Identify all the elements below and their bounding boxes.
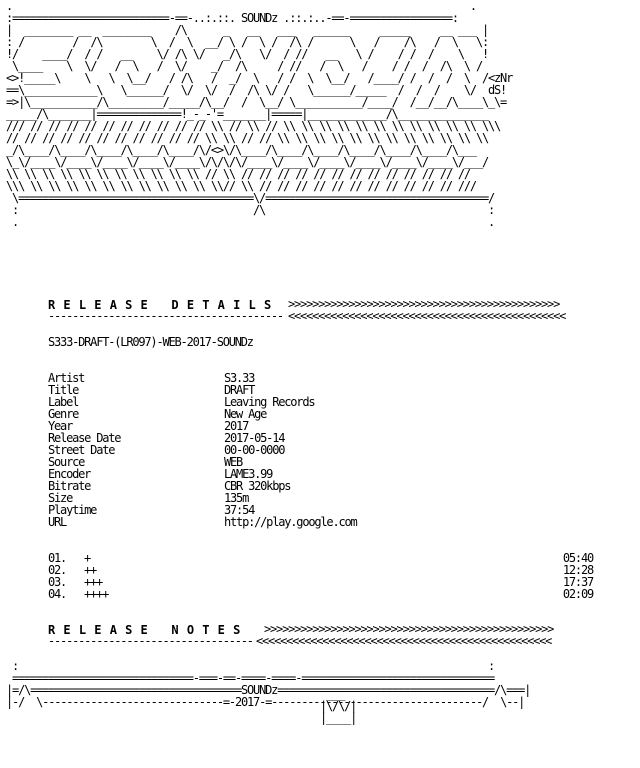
info-row: Encoder_____________ LAME3.99 [48, 468, 608, 480]
soundz-ascii-logo: . . :==========================-==-..:.:… [6, 0, 513, 229]
info-row: Playtime____________ 37:54 [48, 504, 608, 516]
info-value: 2017-05-14 [224, 431, 285, 445]
info-label: Release Date________ [48, 432, 170, 444]
info-row: Source______________ WEB [48, 456, 608, 468]
arrows-left-decoration: <<<<<<<<<<<<<<<<<<<<<<<<<<<<<<<<<<<<<<<<… [288, 310, 566, 322]
arrows-right-decoration: >>>>>>>>>>>>>>>>>>>>>>>>>>>>>>>>>>>>>>>>… [264, 623, 554, 635]
info-label: Source______________ [48, 456, 170, 468]
track-number: 01. [48, 551, 67, 565]
heading-underline: ----------------------------------------… [48, 635, 252, 647]
heading-underline: ----------------------------------------… [48, 310, 284, 322]
info-row: Artist______________ S3.33 [48, 372, 608, 384]
document-frame: : : ==============================-===-=… [6, 659, 531, 709]
info-value: 00-00-0000 [224, 443, 285, 457]
info-value: S3.33 [224, 371, 255, 385]
info-label: Genre_______________ [48, 408, 170, 420]
track-time: 02:09 [562, 587, 594, 601]
info-value: 2017 [224, 419, 249, 433]
info-label: Size________________ [48, 492, 170, 504]
track-number: 03. [48, 575, 67, 589]
info-value: Leaving Records [224, 395, 316, 409]
info-row: Year________________ 2017 [48, 420, 608, 432]
info-row: Street Date_________ 00-00-0000 [48, 444, 608, 456]
track-title: ++ [84, 563, 97, 577]
info-label: Street Date_________ [48, 444, 170, 456]
track-time: 17:37 [562, 575, 594, 589]
track-time: 12:28 [562, 563, 594, 577]
release-details-heading: RELEASE DETAILS [48, 298, 280, 312]
release-name-rule: ________________________________________… [48, 346, 600, 358]
info-row: URL_________________ http://play.google.c… [48, 516, 608, 528]
info-value: LAME3.99 [224, 467, 273, 481]
track-row: 01. +05:40 [48, 551, 594, 565]
info-value: New Age [224, 407, 267, 421]
info-row: Release Date________ 2017-05-14 [48, 432, 608, 444]
track-row: 04. ++++ 02:09 [48, 587, 594, 601]
info-label: Encoder_____________ [48, 468, 170, 480]
track-row: 02. ++ 12:28 [48, 563, 594, 577]
info-row: Label_______________ Leaving Records [48, 396, 608, 408]
info-value: DRAFT [224, 383, 255, 397]
track-number: 04. [48, 587, 67, 601]
info-label: Bitrate_____________ [48, 480, 170, 492]
info-row: Title_______________ DRAFT [48, 384, 608, 396]
info-value: 37:54 [224, 503, 255, 517]
info-value: WEB [224, 455, 243, 469]
track-title: +++ [84, 575, 103, 589]
info-label: Artist______________ [48, 372, 170, 384]
info-value: CBR 320kbps [224, 479, 291, 493]
info-row: Genre_______________ New Age [48, 408, 608, 420]
info-label: Label_______________ [48, 396, 170, 408]
arrows-right-decoration: >>>>>>>>>>>>>>>>>>>>>>>>>>>>>>>>>>>>>>>>… [288, 298, 560, 310]
track-number: 02. [48, 563, 67, 577]
info-label: URL_________________ [48, 516, 170, 528]
info-label: Year________________ [48, 420, 170, 432]
release-notes-heading: RELEASE NOTES [48, 623, 249, 637]
track-row: 03. +++ 17:37 [48, 575, 594, 589]
info-row: Bitrate_____________ CBR 320kbps [48, 480, 608, 492]
info-row: Size________________ 135m [48, 492, 608, 504]
footer-year-label: 2017 [234, 695, 260, 709]
track-title: + [84, 551, 91, 565]
track-time: 05:40 [562, 551, 594, 565]
arrows-left-decoration: <<<<<<<<<<<<<<<<<<<<<<<<<<<<<<<<<<<<<<<<… [256, 635, 552, 647]
info-value: 135m [224, 491, 249, 505]
info-value[interactable]: http://play.google.com [224, 515, 358, 529]
release-name: S333-DRAFT-(LR097)-WEB-2017-SOUNDz [48, 335, 254, 349]
track-title: ++++ [84, 587, 109, 601]
info-label: Title_______________ [48, 384, 170, 396]
footer-group-label: SOUNDz [241, 683, 278, 697]
header-group-label: SOUNDz [241, 11, 278, 25]
crown-ornament: ___ |\/\/| |____| [320, 687, 357, 725]
info-label: Playtime____________ [48, 504, 170, 516]
